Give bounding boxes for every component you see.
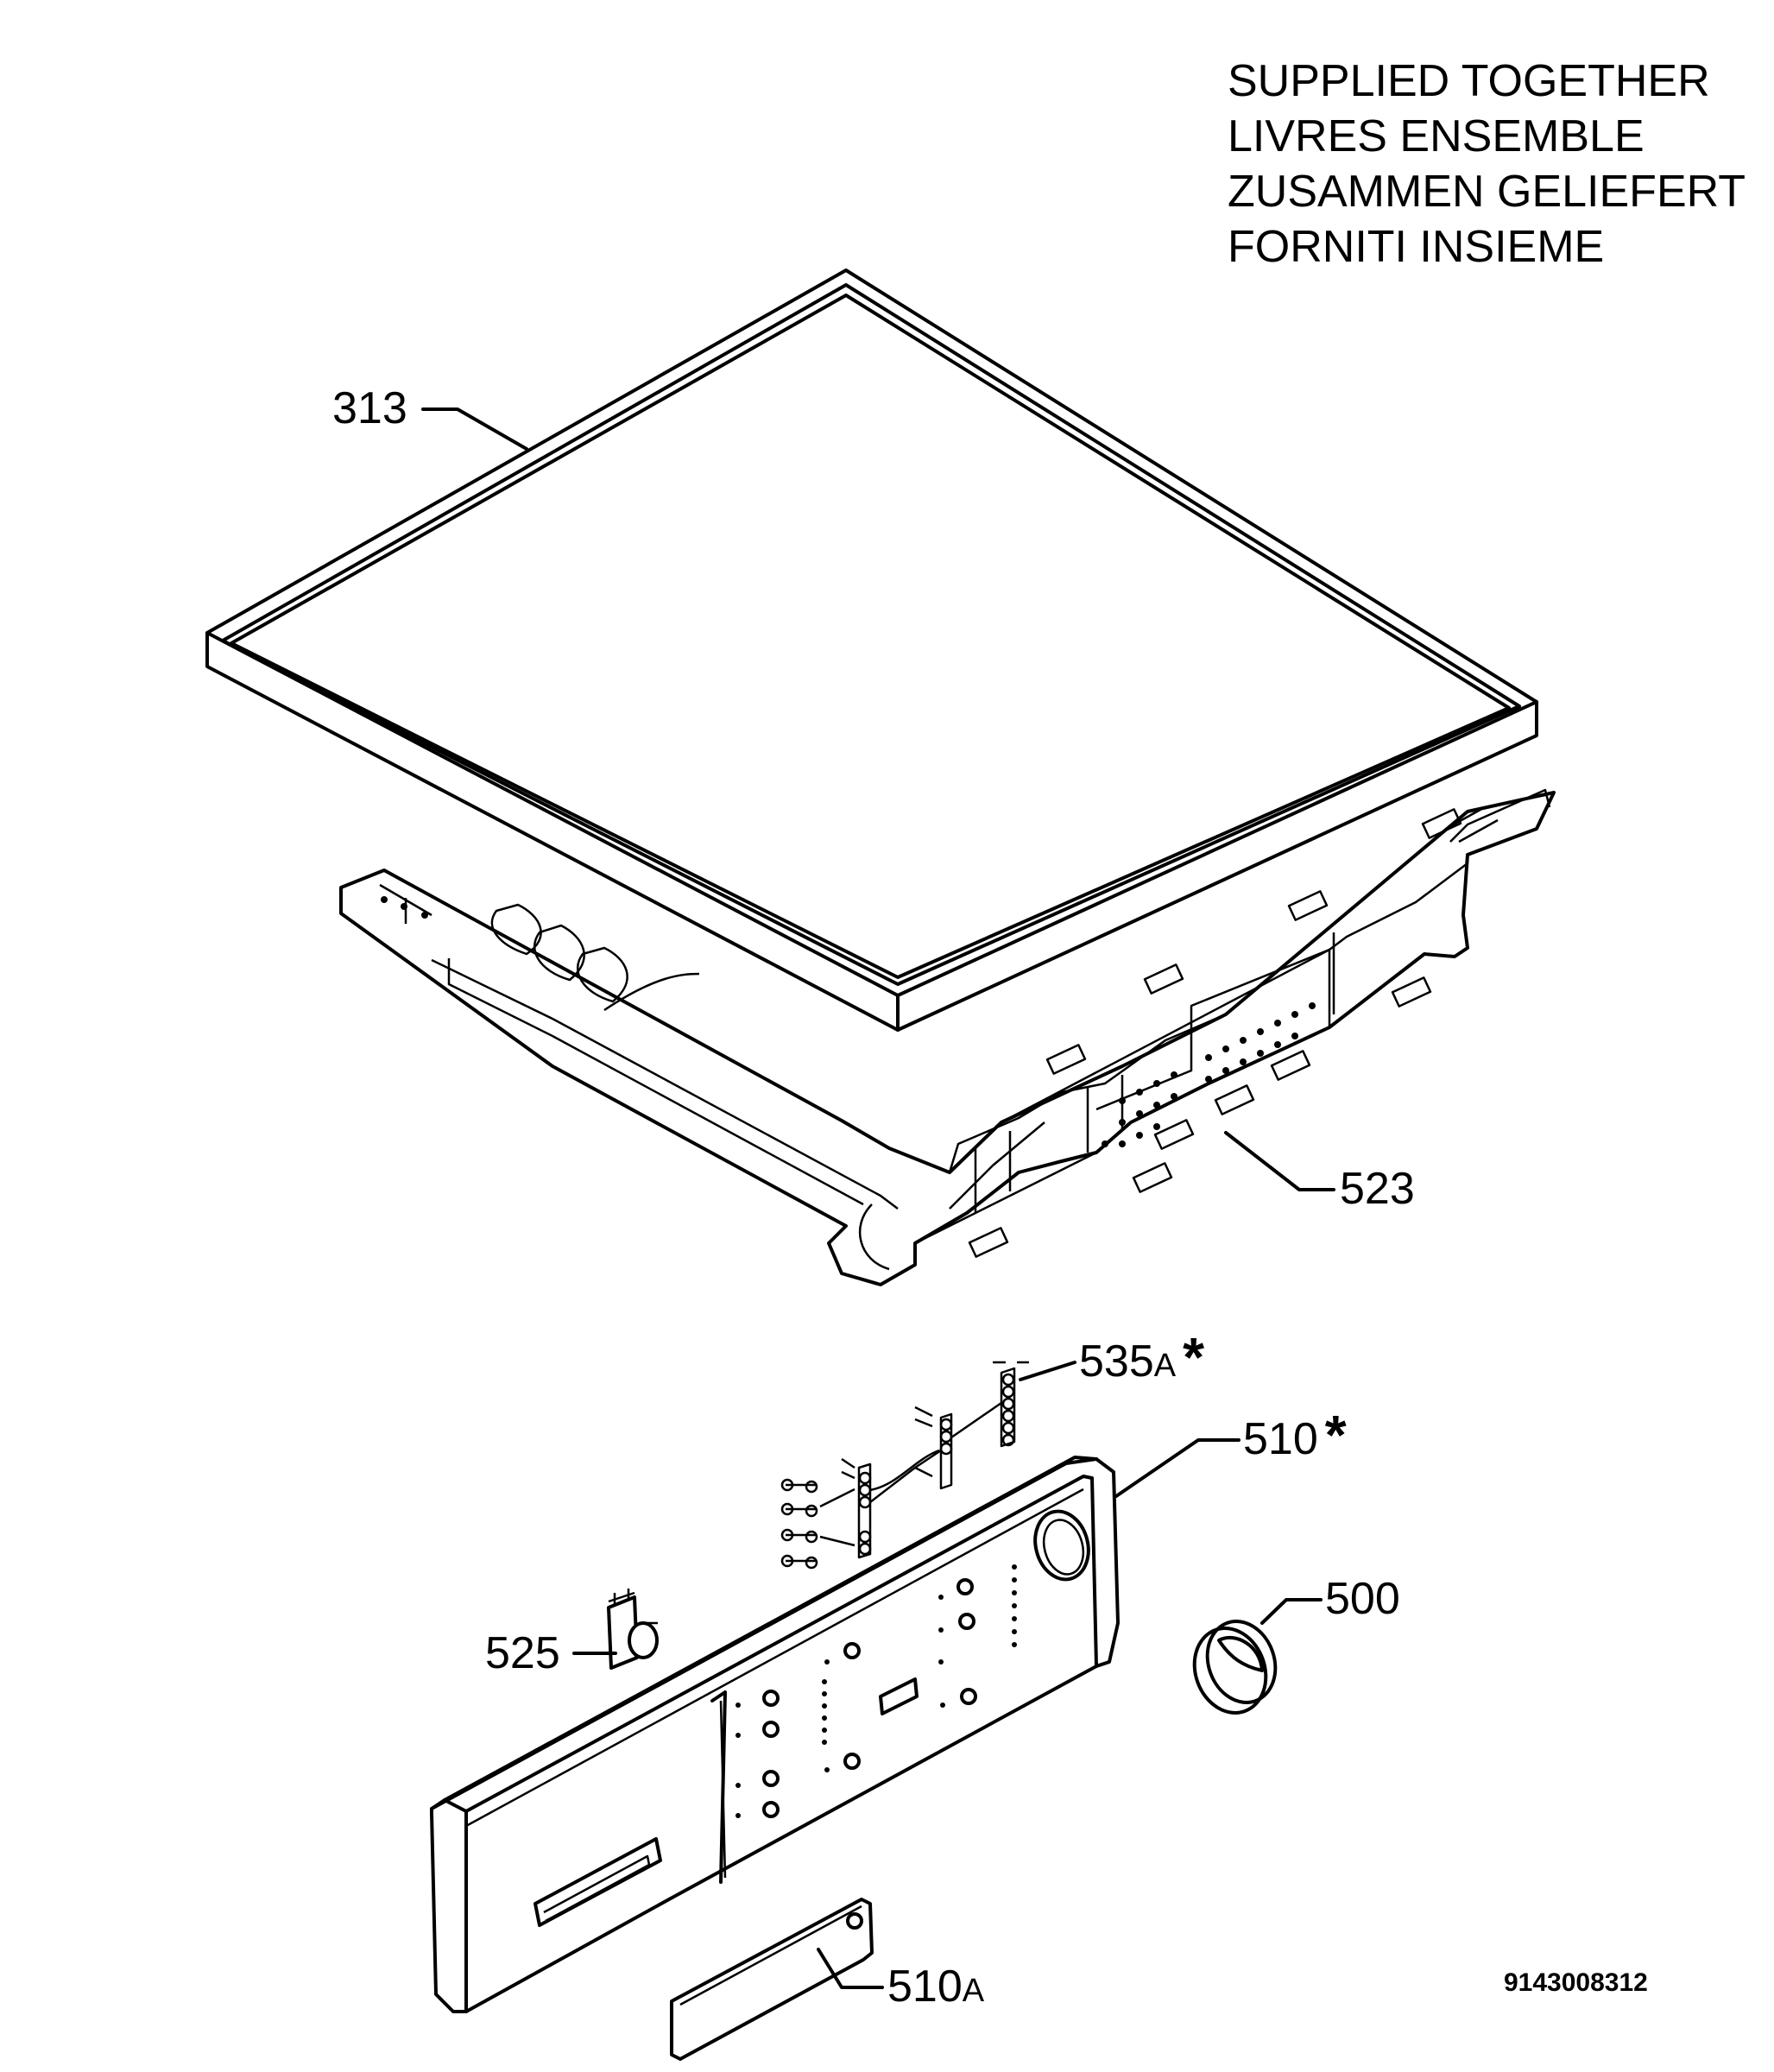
connector-strip-2 [914, 1406, 953, 1490]
part-510-control-panel [430, 1456, 1120, 2013]
callout-313: 313 [332, 383, 407, 433]
legend-line-fr: LIVRES ENSEMBLE [1228, 111, 1645, 161]
legend-line-it: FORNITI INSIEME [1228, 222, 1605, 272]
indicator-holes [735, 1564, 1017, 1818]
callout-525: 525 [485, 1628, 560, 1678]
part-500-knob [1192, 1620, 1278, 1715]
callout-labels: 313 523 535A* 510* 500 525 510A [332, 383, 1415, 2012]
legend-line-en: SUPPLIED TOGETHER [1228, 56, 1710, 106]
legend-line-de: ZUSAMMEN GELIEFERT [1228, 167, 1746, 217]
document-number: 9143008312 [1504, 1968, 1648, 1997]
callout-523: 523 [1340, 1164, 1415, 1214]
callout-510A: 510A [887, 1961, 985, 2012]
vent-holes [1102, 1002, 1316, 1147]
part-510A-panel-insert [670, 1898, 874, 2061]
snap-slots [968, 808, 1462, 1258]
callout-535A: 535A* [1079, 1326, 1204, 1388]
part-525-pushbutton [607, 1589, 659, 1670]
program-selector-hole [1033, 1509, 1090, 1582]
connector-pins-left [780, 1478, 818, 1570]
callout-500: 500 [1325, 1574, 1400, 1624]
callout-510: 510* [1243, 1404, 1347, 1466]
connector-strip-3 [993, 1361, 1029, 1448]
part-523-dispenser-box [339, 788, 1556, 1286]
part-313-top-cover [205, 268, 1538, 1032]
leader-lines [421, 407, 1335, 1989]
part-535A-cable-harness [780, 1361, 1029, 1570]
